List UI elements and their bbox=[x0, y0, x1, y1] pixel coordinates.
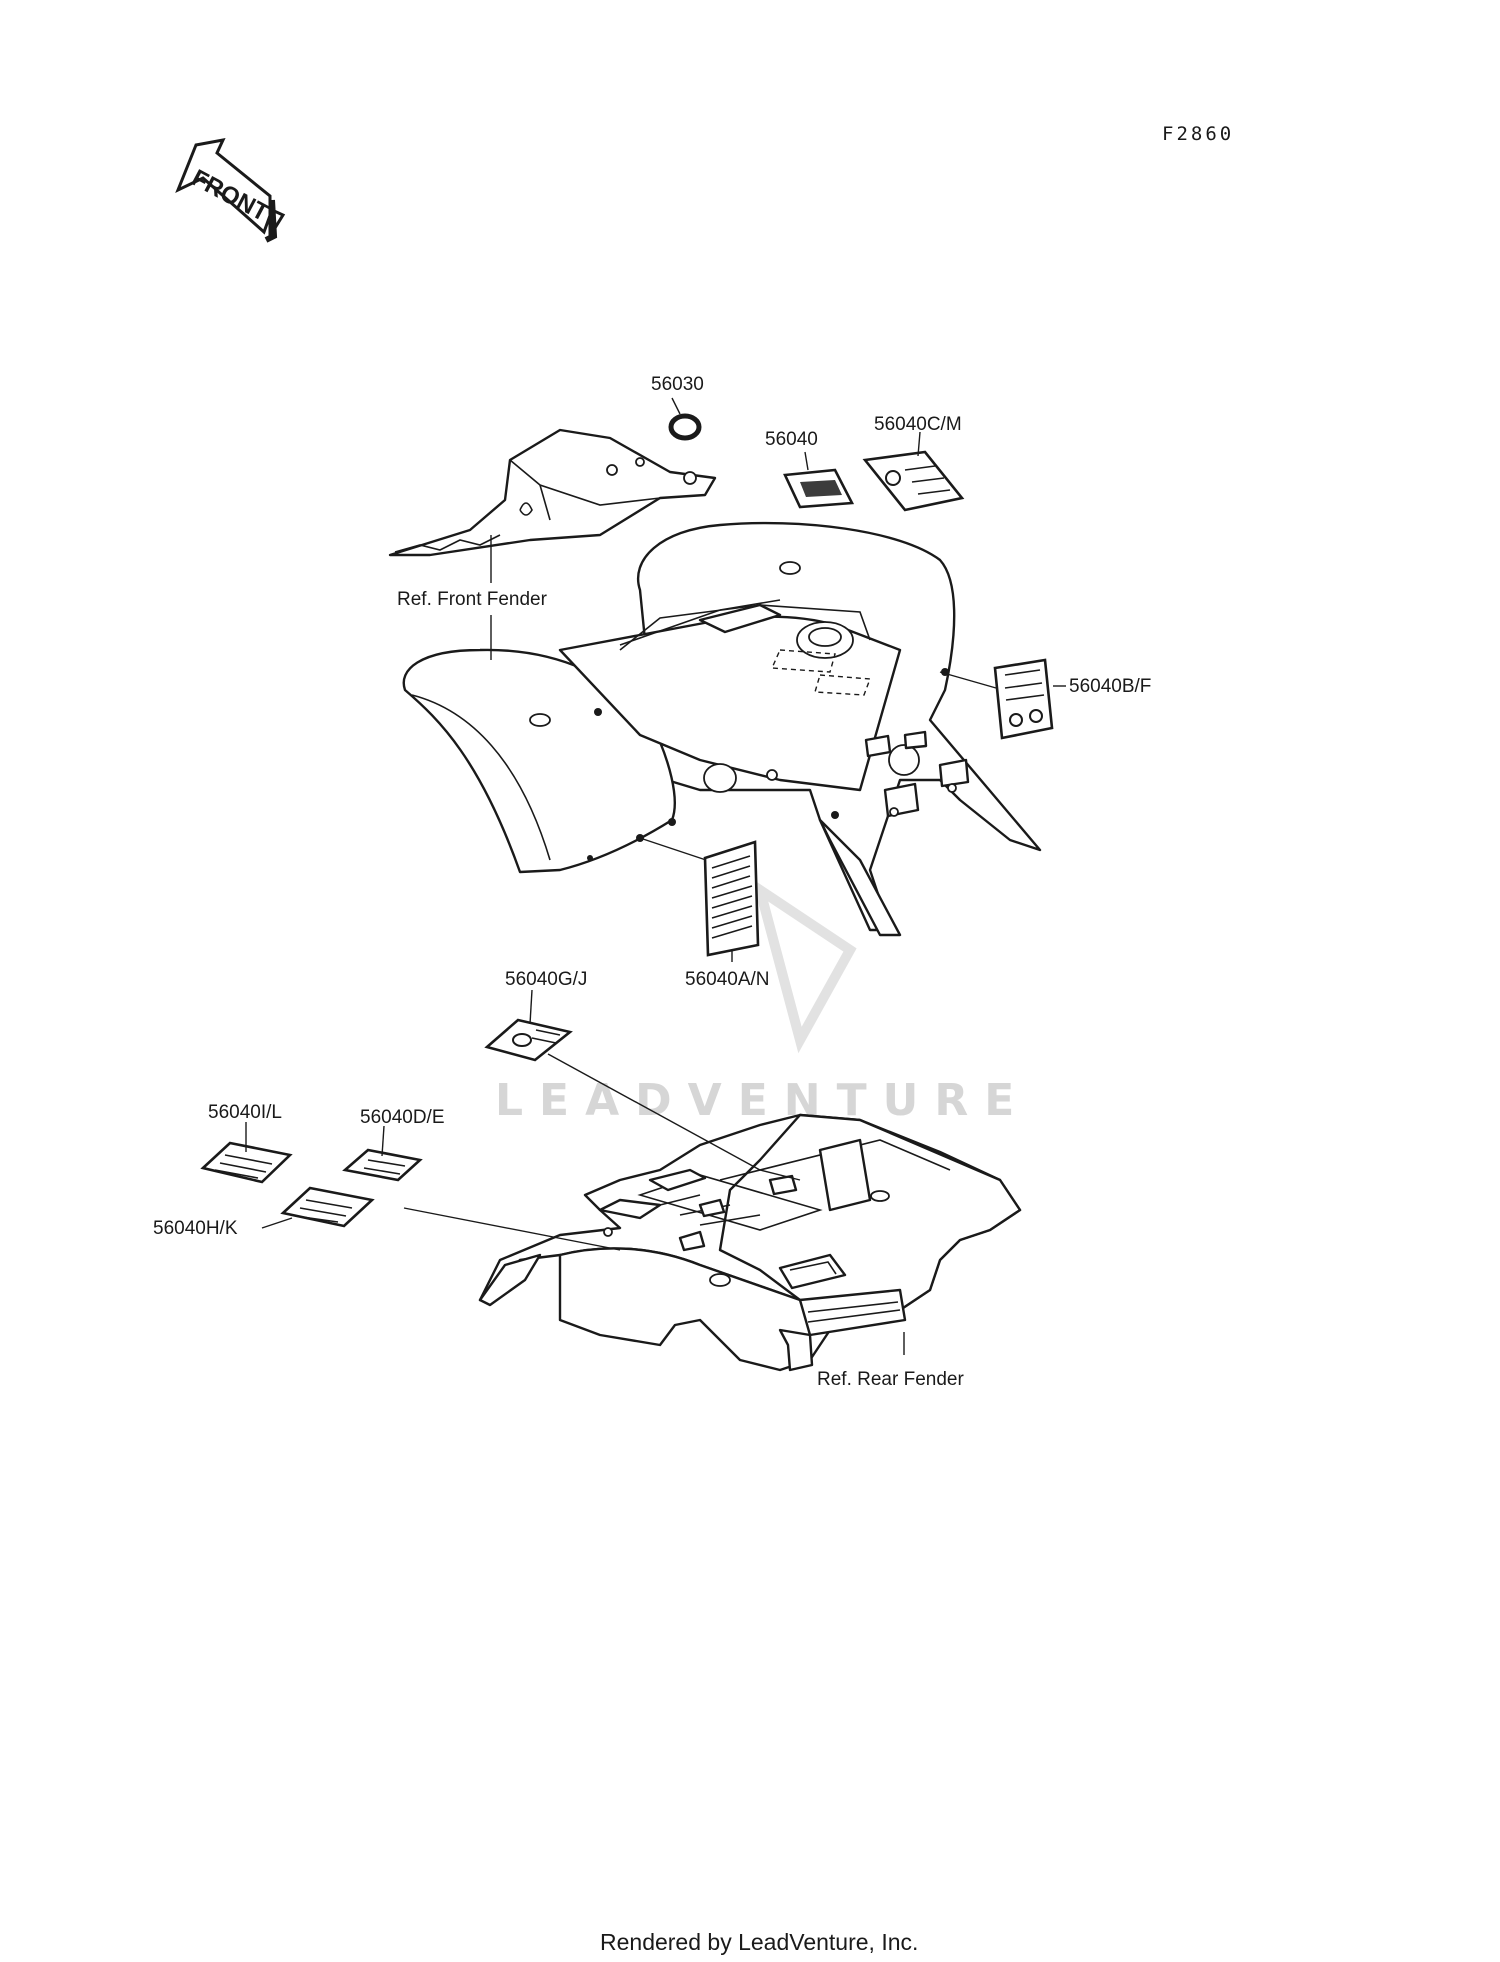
diagram-code: F2860 bbox=[1162, 123, 1234, 145]
part-labels: 56030 56040 56040C/M 56040B/F 56040A/N 5… bbox=[153, 374, 1151, 1390]
decal-56040GJ bbox=[484, 1018, 573, 1062]
label-56040AN: 56040A/N bbox=[685, 969, 770, 990]
watermark-text: LEADVENTURE bbox=[495, 1075, 1030, 1126]
watermark: LEADVENTURE bbox=[495, 878, 1030, 1126]
label-ref-rear-fender: Ref. Rear Fender bbox=[817, 1369, 964, 1390]
decal-56040CM bbox=[862, 450, 965, 512]
front-fender-body bbox=[402, 521, 1042, 937]
label-56040CM: 56040C/M bbox=[874, 414, 962, 435]
label-56040BF: 56040B/F bbox=[1069, 676, 1151, 697]
front-arrow-icon: FRONT bbox=[175, 137, 286, 243]
decal-56030 bbox=[668, 413, 702, 441]
footer-credit: Rendered by LeadVenture, Inc. bbox=[600, 1929, 918, 1955]
decal-56040AN bbox=[703, 840, 760, 957]
decal-56040BF bbox=[993, 658, 1054, 740]
decal-56040IL bbox=[200, 1141, 293, 1184]
label-56040DE: 56040D/E bbox=[360, 1107, 445, 1128]
label-ref-front-fender: Ref. Front Fender bbox=[397, 589, 548, 610]
label-56040: 56040 bbox=[765, 429, 818, 450]
label-56040IL: 56040I/L bbox=[208, 1102, 282, 1123]
label-56040HK: 56040H/K bbox=[153, 1218, 238, 1239]
rear-fender-ref-part bbox=[478, 1113, 1022, 1372]
decal-56040DE bbox=[342, 1148, 423, 1182]
leader-lines bbox=[245, 397, 1066, 1355]
label-56040GJ: 56040G/J bbox=[505, 969, 587, 990]
label-56030: 56030 bbox=[651, 374, 704, 395]
decal-56040HK bbox=[280, 1186, 375, 1228]
front-fender-ref-part bbox=[388, 428, 717, 557]
decal-56040 bbox=[783, 468, 855, 509]
